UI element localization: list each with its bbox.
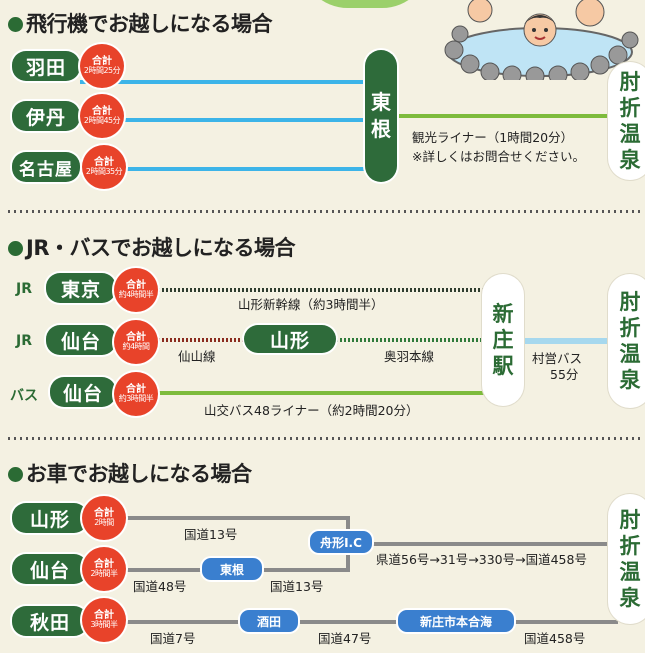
air-route-line-nagoya: [80, 167, 380, 171]
mode-label-bus: バス: [10, 388, 38, 404]
air-title-text: 飛行機でお越しになる場合: [26, 12, 273, 36]
origin-tokyo: 東京: [46, 273, 116, 303]
bus-liner-label: 山交バス48ライナー（約2時間20分）: [204, 403, 419, 418]
rail-title-text: JR・バスでお越しになる場合: [26, 236, 295, 260]
rail-bus-line: [158, 391, 488, 395]
bullet-icon: [8, 241, 23, 256]
waypoint-shinjo-motoaikai: 新庄市本合海: [398, 610, 514, 632]
origin-nagoya: 名古屋: [12, 152, 80, 182]
rail-senzan-line: [158, 338, 244, 342]
station-yamagata: 山形: [244, 325, 336, 353]
total-badge-sendai-bus: 合計約3時間半: [114, 372, 158, 416]
origin-sendai-jr: 仙台: [46, 325, 116, 355]
waypoint-sakata: 酒田: [240, 610, 298, 632]
air-bus-line: [395, 114, 620, 118]
road-label-13-lower: 国道13号: [270, 579, 324, 594]
total-badge-sendai-jr: 合計約4時間: [114, 320, 158, 364]
air-note-text: ※詳しくはお問合せください。: [412, 149, 585, 164]
car-section-title: お車でお越しになる場合: [8, 458, 252, 488]
origin-itami: 伊丹: [12, 101, 80, 131]
origin-sendai-car: 仙台: [12, 554, 88, 584]
shinkansen-label: 山形新幹線（約3時間半）: [238, 297, 384, 312]
origin-haneda: 羽田: [12, 51, 80, 81]
total-badge-tokyo: 合計約4時間半: [114, 268, 158, 312]
village-bus-label: 村営バス: [532, 351, 583, 366]
mode-label-jr-sendai: JR: [16, 333, 32, 349]
hub-higashine: 東根: [365, 50, 397, 182]
air-route-line-itami: [80, 118, 380, 122]
bullet-icon: [8, 17, 23, 32]
road-label-48: 国道48号: [133, 579, 187, 594]
road-prefectural: [340, 542, 620, 546]
car-title-text: お車でお越しになる場合: [26, 462, 252, 486]
section-divider: [8, 210, 640, 213]
waypoint-funagata-ic: 舟形I.C: [310, 531, 372, 553]
rail-section-title: JR・バスでお越しになる場合: [8, 232, 295, 262]
air-route-line-haneda: [80, 80, 380, 84]
rail-shinkansen-line: [158, 288, 488, 292]
road-label-13-upper: 国道13号: [184, 527, 238, 542]
ou-line-label: 奥羽本線: [384, 349, 435, 364]
bullet-icon: [8, 467, 23, 482]
road-akita: [118, 620, 618, 624]
air-section-title: 飛行機でお越しになる場合: [8, 8, 273, 38]
road-label-7: 国道7号: [150, 631, 196, 646]
air-bus-text: 観光ライナー（1時間20分）: [412, 130, 574, 145]
road-label-458: 国道458号: [524, 631, 586, 646]
hot-spring-illustration: [440, 0, 640, 86]
decorative-banner-arc: [300, 0, 430, 8]
origin-sendai-bus: 仙台: [50, 377, 116, 407]
origin-akita-car: 秋田: [12, 606, 88, 636]
senzan-line-label: 仙山線: [178, 349, 216, 364]
road-label-prefectural: 県道56号→31号→330号→国道458号: [376, 552, 587, 567]
destination-hijiori-onsen-air: 肘折温泉: [608, 62, 645, 180]
rail-ou-line: [336, 338, 488, 342]
village-bus-time: 55分: [550, 367, 579, 382]
road-yamagata-13: [118, 516, 348, 520]
rail-village-bus-line: [505, 338, 620, 344]
origin-yamagata-car: 山形: [12, 503, 88, 533]
road-label-47: 国道47号: [318, 631, 372, 646]
mode-label-jr-tokyo: JR: [16, 281, 32, 297]
destination-hijiori-onsen-car: 肘折温泉: [608, 494, 645, 624]
destination-hijiori-onsen-rail: 肘折温泉: [608, 274, 645, 408]
section-divider: [8, 437, 640, 440]
hub-shinjo-station: 新庄駅: [482, 274, 524, 406]
waypoint-higashine: 東根: [202, 558, 262, 580]
